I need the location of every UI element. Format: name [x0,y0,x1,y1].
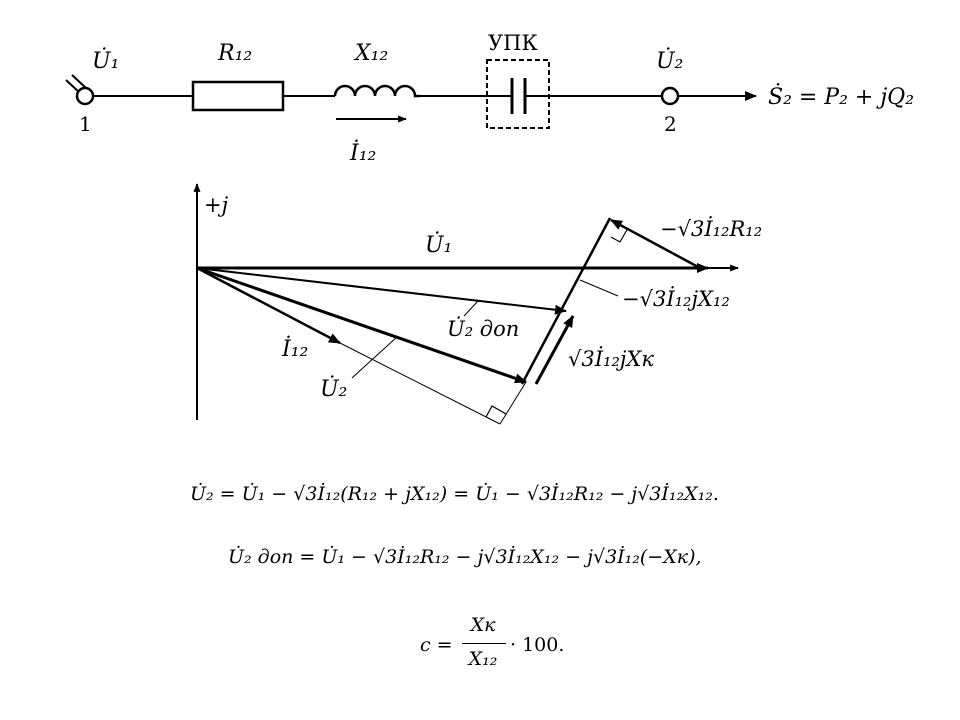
capacitor-xk [510,78,527,114]
equation-c-rhs: · 100. [510,634,565,656]
node-1 [75,86,95,106]
drop-r-label: −√3İ₁₂R₁₂ [660,217,762,241]
right-angle-mark-bottom [485,405,507,418]
phasor-diagram: +j U̇₁ −√3İ₁₂R₁₂ −√3İ₁₂jX₁₂ U̇₂ доп U̇₂ … [193,183,762,425]
equation-u2-dop: U̇₂ доп = U̇₁ − √3İ₁₂R₁₂ − j√3İ₁₂X₁₂ − j… [228,546,702,568]
axis-label: +j [204,193,229,217]
drop-x-leader [579,279,619,297]
u2-circuit-label: U̇₂ [656,48,683,74]
u2dop-phasor [196,267,567,315]
u1-label: U̇₁ [92,48,119,74]
node-2 [660,86,680,106]
u2-leader [351,335,399,379]
u2-phasor-label: U̇₂ [320,376,347,402]
u1-phasor-label: U̇₁ [425,232,452,258]
i12-phasor-label: İ₁₂ [281,335,308,362]
u2dop-leader [463,300,479,317]
drop-x-label: −√3İ₁₂jX₁₂ [622,287,730,311]
equation-c-numerator: Xк [470,614,496,636]
upk-label: УПК [488,31,538,55]
x12-label: X₁₂ [353,41,388,66]
fraction-bar [462,643,506,644]
equation-c-denominator: X₁₂ [468,648,498,670]
drop-r-phasor [610,218,701,270]
upk-box [486,59,550,129]
s2-label: Ṡ₂ = P₂ + jQ₂ [768,83,914,110]
circuit-schematic: 1 U̇₁ R₁₂ X₁₂ İ₁₂ УПК 2 U̇₂ Ṡ₂ = P [65,31,914,166]
equation-u2: U̇₂ = U̇₁ − √3İ₁₂(R₁₂ + jX₁₂) = U̇₁ − √3… [190,483,719,505]
inductor-x12 [333,84,420,98]
i12-extension [339,342,501,425]
equation-c-lhs: c = [420,634,453,656]
u2dop-label: U̇₂ доп [447,317,519,341]
compensation-label: √3İ₁₂jXк [568,347,654,371]
u2-phasor [196,266,527,384]
right-angle-mark-top [610,227,629,243]
r12-label: R₁₂ [217,41,252,66]
compensation-phasor [534,315,575,385]
i12-phasor [196,266,341,345]
resistor-r12 [191,80,285,112]
node-2-label: 2 [664,112,677,136]
projection-line [499,381,527,425]
i12-circuit-label: İ₁₂ [349,139,376,166]
drop-x-phasor [520,217,612,385]
node-1-label: 1 [79,112,92,136]
